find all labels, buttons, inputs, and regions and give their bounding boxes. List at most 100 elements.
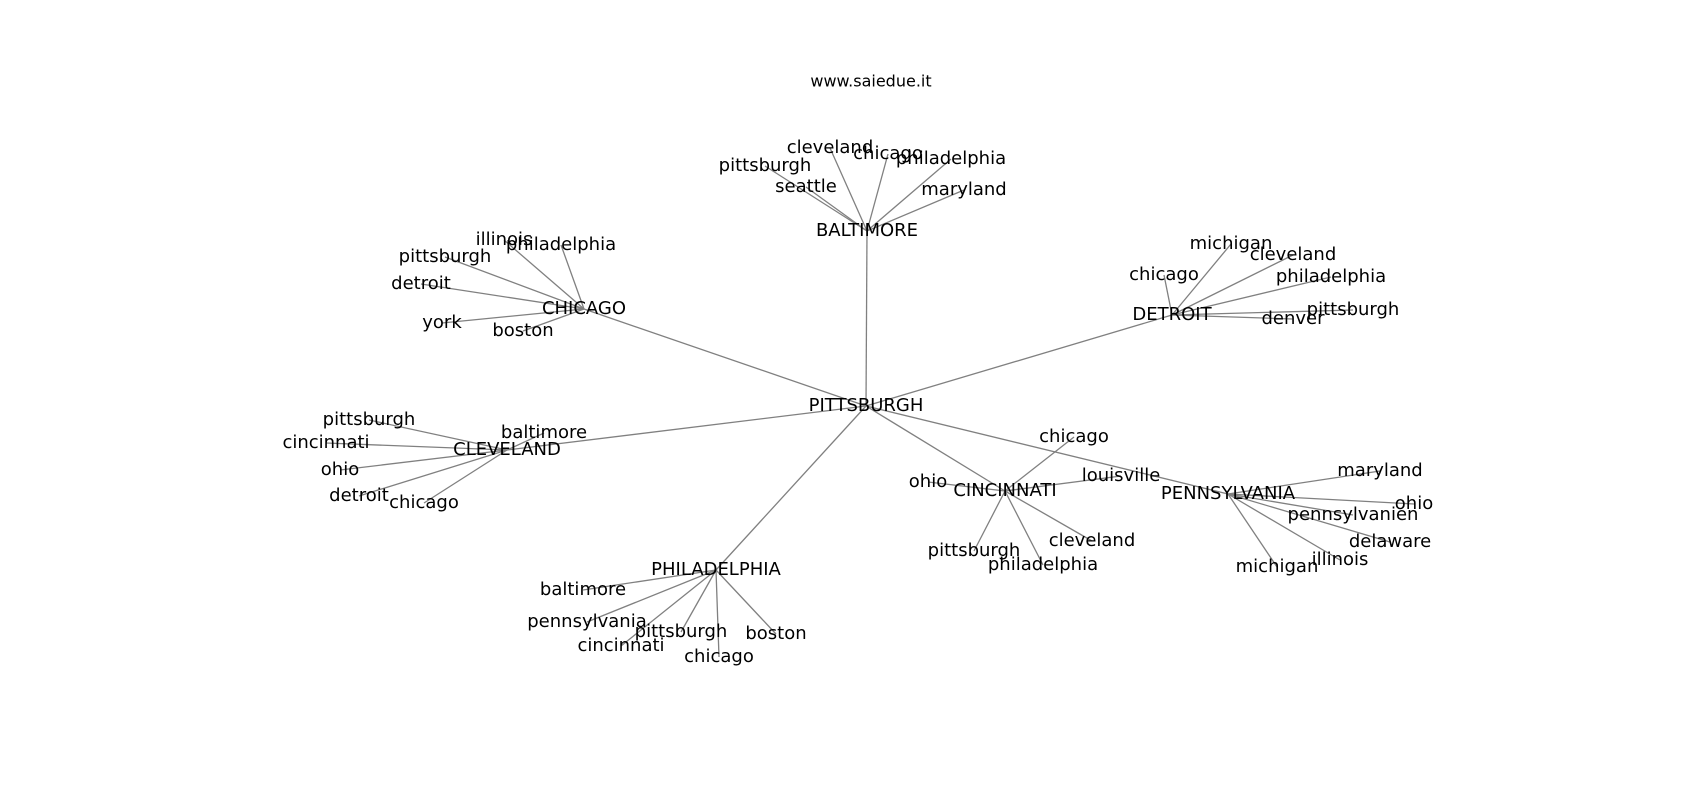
edge-cleveland-baltimore [506,432,545,451]
node-detroit-cleveland: cleveland [1250,244,1337,265]
edge-cincinnati-pittsburgh [973,490,1006,552]
node-chicago-philadelphia: philadelphia [506,234,616,255]
node-pennsylvania-illinois: illinois [1312,549,1369,570]
node-detroit-philadelphia: philadelphia [1276,266,1386,287]
node-chicago-pittsburgh: pittsburgh [399,246,492,267]
node-baltimore-seattle: seattle [775,176,837,197]
edge-philadelphia-cincinnati [620,569,717,647]
node-detroit-michigan: michigan [1190,233,1273,254]
node-cleveland-chicago: chicago [389,492,459,513]
node-pennsylvania-pennsylvanien: pennsylvanien [1288,504,1419,525]
edge-baltimore-pittsburgh [764,165,868,232]
edge-cincinnati-ohio [927,481,1006,492]
edge-pennsylvania-pennsylvanien [1227,493,1354,516]
node-detroit-denver: denver [1261,308,1325,329]
edge-root-baltimore [865,230,868,407]
edge-pennsylvania-maryland [1227,470,1381,495]
node-philadelphia-boston: boston [745,623,806,644]
edge-cincinnati-chicago [1004,436,1075,492]
edge-cleveland-cincinnati [325,442,508,451]
edge-philadelphia-baltimore [582,569,717,591]
edge-cleveland-chicago [423,449,508,504]
node-philadelphia-pittsburgh: pittsburgh [635,621,728,642]
node-chicago-york: york [422,312,462,333]
edge-chicago-illinois [503,239,585,310]
node-baltimore-philadelphia: philadelphia [896,148,1006,169]
node-root: PITTSBURGH [809,395,924,416]
node-cleveland-pittsburgh: pittsburgh [323,409,416,430]
labels-layer: PITTSBURGHBALTIMOREpittsburghclevelandch… [282,137,1433,667]
node-hub-pennsylvania: PENNSYLVANIA [1161,483,1296,504]
node-philadelphia-cincinnati: cincinnati [577,635,664,656]
node-cincinnati-pittsburgh: pittsburgh [928,540,1021,561]
edge-cleveland-pittsburgh [368,419,508,451]
node-chicago-detroit: detroit [391,273,451,294]
edge-baltimore-seattle [805,186,868,232]
edge-detroit-chicago [1163,274,1173,316]
node-detroit-chicago: chicago [1129,264,1199,285]
node-philadelphia-chicago: chicago [684,646,754,667]
edge-baltimore-philadelphia [866,158,952,232]
node-cincinnati-ohio: ohio [909,471,947,492]
node-hub-detroit: DETROIT [1132,304,1212,325]
node-hub-cleveland: CLEVELAND [453,439,561,460]
node-cincinnati-cleveland: cleveland [1049,530,1136,551]
edge-detroit-michigan [1171,243,1232,316]
edge-philadelphia-pennsylvania [586,569,717,623]
node-pennsylvania-maryland: maryland [1337,460,1422,481]
edge-philadelphia-boston [715,569,777,635]
edge-philadelphia-pittsburgh [680,569,717,633]
edge-cleveland-ohio [339,449,508,471]
node-pennsylvania-michigan: michigan [1236,556,1319,577]
edge-chicago-york [441,308,585,324]
node-hub-chicago: CHICAGO [542,298,626,319]
edge-pennsylvania-ohio [1227,493,1415,505]
node-cincinnati-louisville: louisville [1082,465,1161,486]
node-pennsylvania-ohio: ohio [1395,493,1433,514]
edge-chicago-detroit [420,283,585,310]
node-baltimore-chicago: chicago [853,143,923,164]
edge-cincinnati-louisville [1004,475,1122,492]
node-pennsylvania-delaware: delaware [1349,531,1431,552]
node-cleveland-ohio: ohio [321,459,359,480]
edge-baltimore-chicago [866,153,889,232]
node-cincinnati-chicago: chicago [1039,426,1109,447]
edge-root-detroit [865,314,1173,407]
edge-detroit-denver [1171,314,1294,320]
node-hub-baltimore: BALTIMORE [816,220,918,241]
edge-root-chicago [583,308,867,407]
edges-layer [325,147,1415,658]
edge-detroit-pittsburgh [1171,309,1354,316]
node-hub-philadelphia: PHILADELPHIA [651,559,781,580]
node-philadelphia-baltimore: baltimore [540,579,626,600]
node-cincinnati-philadelphia: philadelphia [988,554,1098,575]
edge-cincinnati-cleveland [1004,490,1093,542]
site-title: www.saiedue.it [810,72,931,91]
node-chicago-illinois: illinois [476,229,533,250]
node-chicago-boston: boston [492,320,553,341]
node-baltimore-maryland: maryland [921,179,1006,200]
node-detroit-pittsburgh: pittsburgh [1307,299,1400,320]
edge-philadelphia-chicago [715,569,720,658]
node-hub-cincinnati: CINCINNATI [953,480,1056,501]
edge-baltimore-cleveland [829,147,868,232]
edge-cincinnati-philadelphia [1004,490,1044,566]
edge-root-pennsylvania [865,405,1229,495]
node-philadelphia-pennsylvania: pennsylvania [527,611,646,632]
edge-pennsylvania-michigan [1227,493,1278,568]
edge-chicago-philadelphia [560,244,585,310]
edge-detroit-cleveland [1171,254,1294,316]
edge-root-philadelphia [715,405,867,571]
node-cleveland-detroit: detroit [329,485,389,506]
node-baltimore-pittsburgh: pittsburgh [719,155,812,176]
node-cleveland-baltimore: baltimore [501,422,587,443]
node-baltimore-cleveland: cleveland [787,137,874,158]
edge-pennsylvania-illinois [1227,493,1341,561]
edge-detroit-philadelphia [1171,276,1332,316]
node-cleveland-cincinnati: cincinnati [282,432,369,453]
edge-pennsylvania-delaware [1227,493,1391,543]
edge-root-cincinnati [865,405,1006,492]
edge-cleveland-detroit [358,449,508,497]
edge-baltimore-maryland [866,189,965,232]
